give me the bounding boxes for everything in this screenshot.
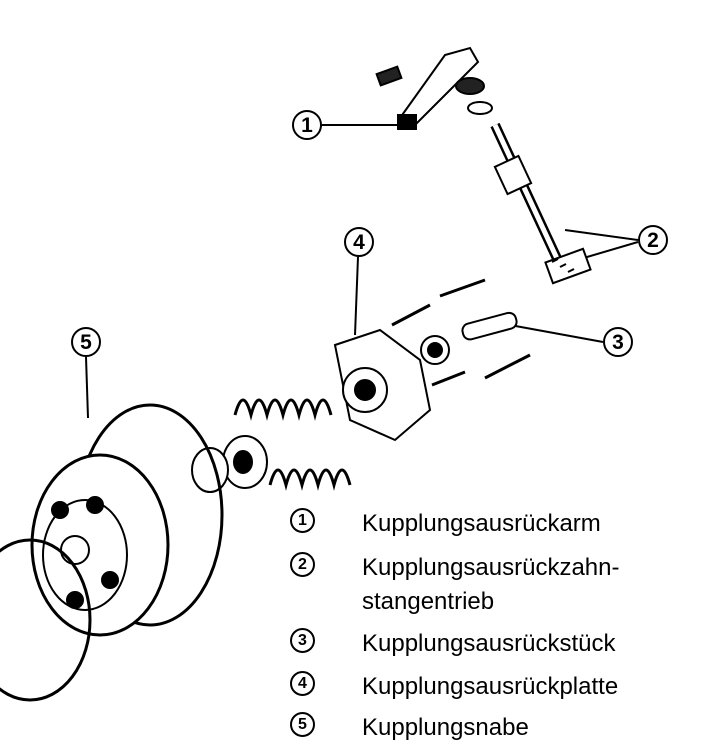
legend-number: 2 xyxy=(290,552,315,577)
legend-number: 1 xyxy=(290,508,315,533)
release-plate-part xyxy=(333,328,432,442)
callout-4: 4 xyxy=(344,227,374,257)
leader-lines xyxy=(85,124,639,419)
release-arm-part xyxy=(375,46,493,130)
legend-number: 4 xyxy=(290,671,315,696)
legend-label: Kupplungsausrückstück xyxy=(362,630,616,657)
callout-1: 1 xyxy=(292,110,322,140)
legend-number: 5 xyxy=(290,712,315,737)
release-piece-part xyxy=(391,278,531,387)
callout-2: 2 xyxy=(638,225,668,255)
legend-label: Kupplungsausrückarm xyxy=(362,510,601,537)
callout-3: 3 xyxy=(603,327,633,357)
rack-shaft-part xyxy=(490,122,592,285)
nut-washer-part xyxy=(191,435,268,493)
legend-label: Kupplungsausrückzahn- xyxy=(362,554,620,581)
callout-5: 5 xyxy=(71,327,101,357)
legend-label: Kupplungsausrückplatte xyxy=(362,673,619,700)
legend-label: Kupplungsnabe xyxy=(362,714,529,741)
springs-part xyxy=(233,398,352,491)
clutch-hub-part xyxy=(0,403,224,702)
legend-number: 3 xyxy=(290,628,315,653)
legend-label-continued: stangentrieb xyxy=(362,588,495,615)
